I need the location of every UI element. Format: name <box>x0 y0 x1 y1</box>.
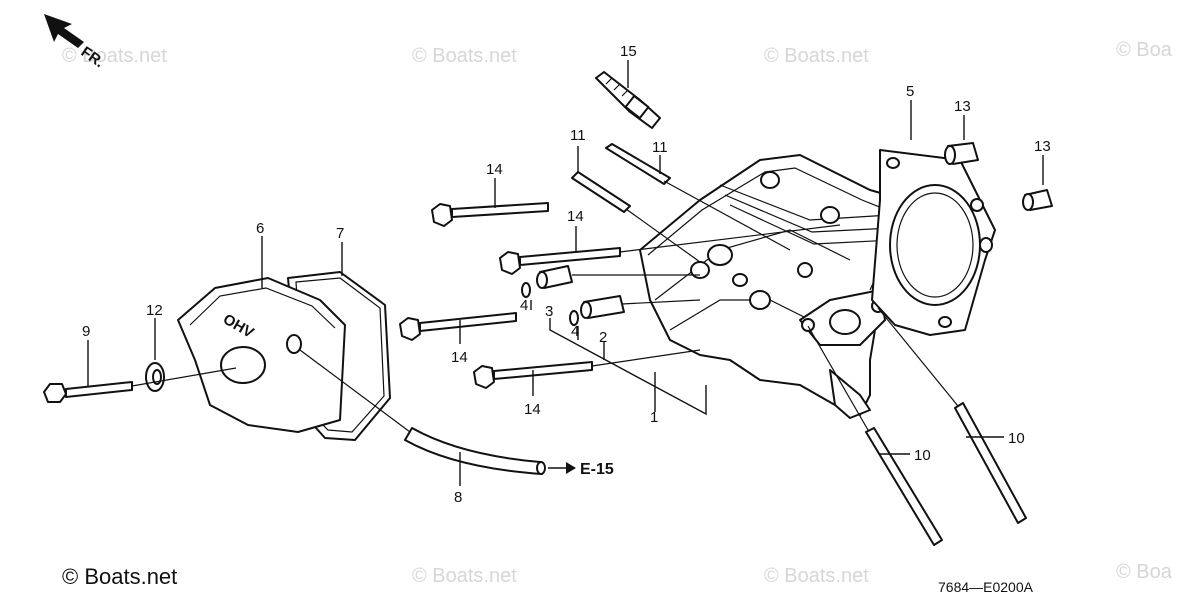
callout-14: 14 <box>451 349 468 366</box>
callout-9: 9 <box>82 323 90 340</box>
head-cover <box>177 277 346 433</box>
callout-13: 13 <box>1034 138 1051 155</box>
dowel-pin <box>1022 189 1053 211</box>
callout-6: 6 <box>256 220 264 237</box>
front-arrow-icon <box>44 14 84 48</box>
diagram-code: 7684—E0200A <box>938 579 1034 595</box>
callout-12: 12 <box>146 302 163 319</box>
stud-bolt <box>571 171 631 213</box>
dowel-pin <box>580 295 625 319</box>
watermark: © Boa <box>1116 561 1173 583</box>
callout-10: 10 <box>1008 430 1025 447</box>
callout-14: 14 <box>486 161 503 178</box>
cover-bolt <box>43 381 133 403</box>
callout-13: 13 <box>954 98 971 115</box>
watermark: © Boats.net <box>412 565 517 587</box>
head-gasket <box>871 149 996 336</box>
watermark: © Boats.net <box>764 565 869 587</box>
leader-lines <box>87 60 1044 486</box>
callout-10: 10 <box>914 447 931 464</box>
watermark: © Boa <box>1116 39 1173 61</box>
callout-11: 11 <box>570 127 586 144</box>
callout-7: 7 <box>336 225 344 242</box>
callout-4: 4 <box>571 323 579 340</box>
breather-tube <box>404 427 546 475</box>
callout-3: 3 <box>545 303 553 320</box>
watermark: © Boats.net <box>62 45 167 67</box>
callout-5: 5 <box>906 83 914 100</box>
head-bolt <box>431 202 549 227</box>
o-ring <box>569 310 579 326</box>
spark-plug <box>595 71 661 129</box>
callout-1: 1 <box>650 409 658 426</box>
callout-8: 8 <box>454 489 462 506</box>
head-bolt <box>473 361 593 389</box>
callout-15: 15 <box>620 43 637 60</box>
cylinder-head <box>639 154 911 419</box>
callout-14: 14 <box>524 401 541 418</box>
sealing-washer <box>145 362 165 392</box>
reference-label: E-15 <box>580 461 614 478</box>
watermark: © Boats.net <box>764 45 869 67</box>
head-bolt <box>399 312 517 341</box>
callout-11: 11 <box>652 139 668 156</box>
o-ring <box>521 282 531 298</box>
long-stud <box>865 427 943 546</box>
copyright-text: © Boats.net <box>62 564 177 589</box>
head-bolt <box>499 247 621 275</box>
stud-bolt <box>605 143 671 185</box>
dowel-pin <box>944 142 979 165</box>
callout-14: 14 <box>567 208 584 225</box>
callout-4: 4 <box>520 297 528 314</box>
callout-2: 2 <box>599 329 607 346</box>
watermark: © Boats.net <box>412 45 517 67</box>
dowel-pin <box>536 265 573 289</box>
long-stud <box>954 402 1027 524</box>
reference-arrow-icon <box>548 462 576 474</box>
